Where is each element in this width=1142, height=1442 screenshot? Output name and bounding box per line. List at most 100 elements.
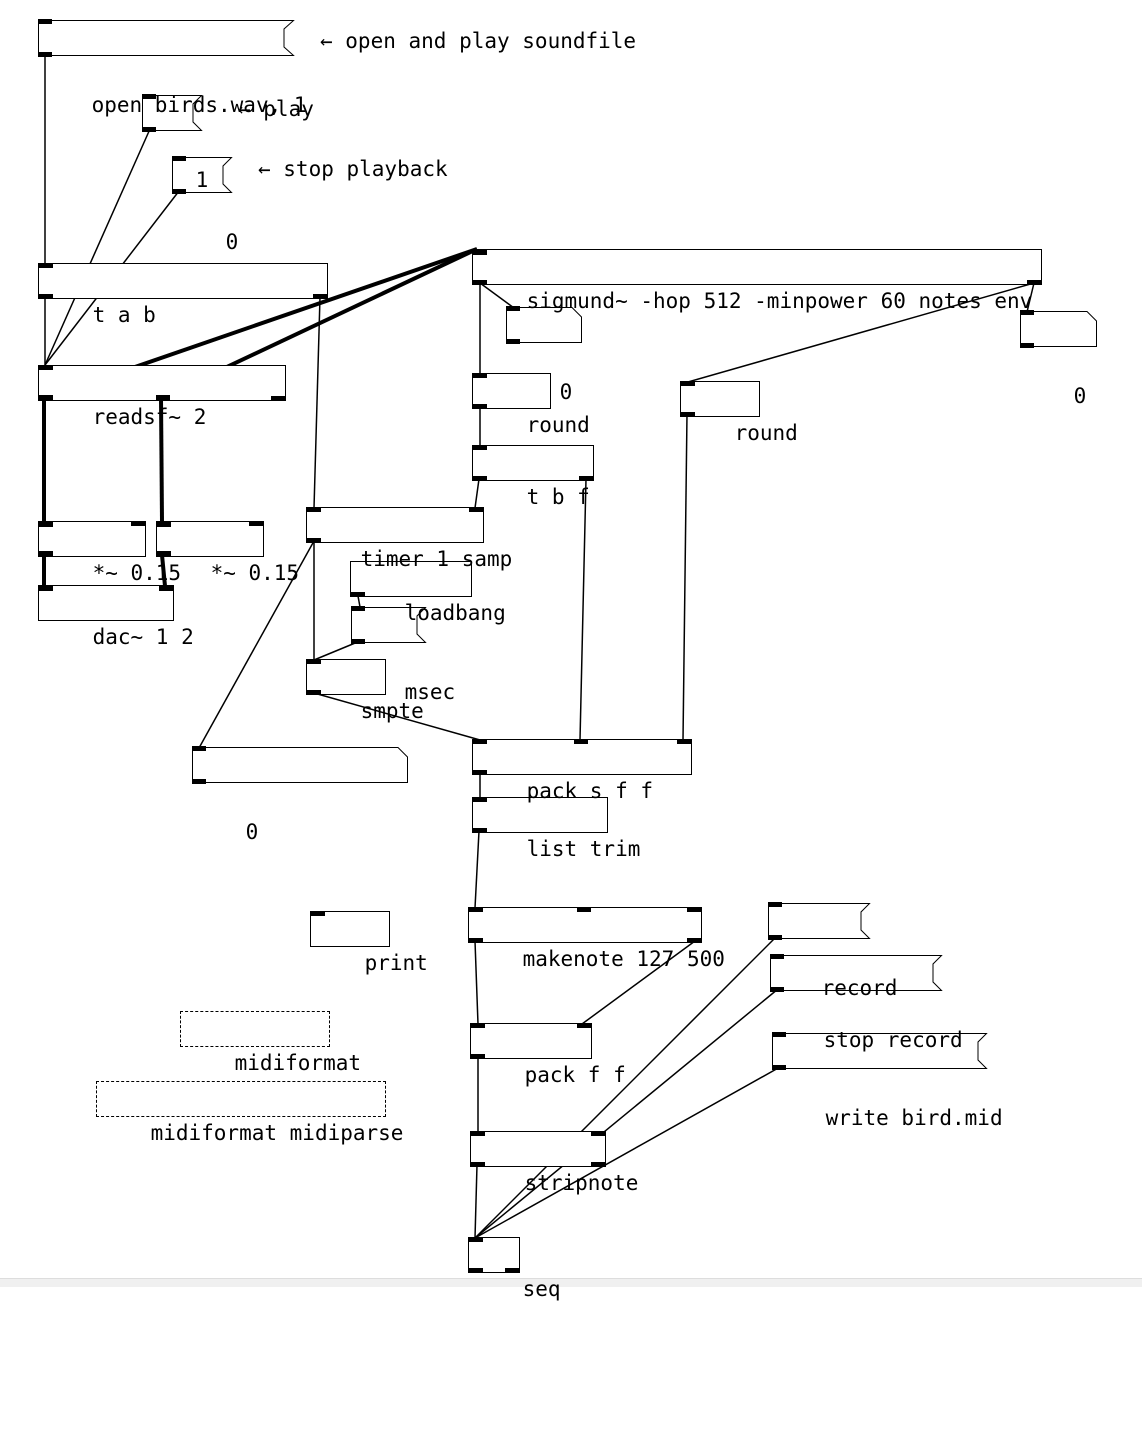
midiformat-object[interactable]: midiformat	[180, 1011, 361, 1075]
signal-outlet[interactable]	[157, 551, 171, 557]
msec-message[interactable]: msec	[351, 606, 455, 704]
outlet[interactable]	[473, 280, 487, 285]
signal-inlet[interactable]	[473, 249, 487, 255]
play-message[interactable]: 1	[142, 94, 208, 192]
open-soundfile-message[interactable]: open birds.wav, 1	[38, 19, 307, 117]
print-object[interactable]: print	[310, 911, 428, 975]
inlet[interactable]	[577, 1023, 591, 1028]
outlet[interactable]	[579, 476, 593, 481]
outlet[interactable]	[351, 639, 365, 644]
inlet[interactable]	[681, 381, 695, 386]
pitch-number-box[interactable]: 0	[506, 306, 582, 404]
inlet[interactable]	[131, 521, 145, 526]
inlet[interactable]	[506, 306, 520, 311]
trigger-b-f-object[interactable]: t b f	[472, 445, 594, 509]
outlet[interactable]	[1020, 343, 1034, 348]
pack-s-f-f-object[interactable]: pack s f f	[472, 739, 692, 803]
list-trim-object[interactable]: list trim	[472, 797, 640, 861]
inlet[interactable]	[473, 373, 487, 378]
seq-object[interactable]: seq	[468, 1237, 561, 1301]
inlet[interactable]	[469, 907, 483, 912]
outlet[interactable]	[469, 1268, 483, 1273]
pack-f-f-object[interactable]: pack f f	[470, 1023, 626, 1087]
pd-patch-canvas[interactable]: open birds.wav, 1 1 0 msec record stop r…	[0, 0, 1142, 1301]
outlet[interactable]	[351, 592, 365, 597]
outlet[interactable]	[681, 412, 695, 417]
outlet[interactable]	[473, 476, 487, 481]
outlet[interactable]	[172, 189, 186, 194]
outlet[interactable]	[313, 294, 327, 299]
outlet[interactable]	[271, 396, 285, 401]
inlet[interactable]	[351, 606, 365, 611]
midiformat-midiparse-object[interactable]: midiformat midiparse	[96, 1081, 403, 1145]
round-env-object[interactable]: round	[680, 381, 798, 445]
inlet[interactable]	[172, 156, 186, 161]
timer-number-box[interactable]: 0	[192, 746, 408, 844]
inlet[interactable]	[687, 907, 701, 912]
inlet[interactable]	[142, 94, 156, 99]
gain-left-object[interactable]: *~ 0.15	[38, 521, 181, 585]
outlet[interactable]	[473, 828, 487, 833]
stop-record-message[interactable]: stop record	[770, 954, 963, 1052]
inlet[interactable]	[473, 445, 487, 450]
inlet[interactable]	[768, 902, 782, 907]
outlet[interactable]	[471, 1054, 485, 1059]
inlet[interactable]	[39, 365, 53, 370]
trigger-a-b-object[interactable]: t a b	[38, 263, 328, 327]
inlet[interactable]	[574, 739, 588, 744]
inlet[interactable]	[677, 739, 691, 744]
gain-right-object[interactable]: *~ 0.15	[156, 521, 299, 585]
signal-outlet[interactable]	[156, 395, 170, 401]
smpte-object[interactable]: smpte	[306, 659, 424, 723]
outlet[interactable]	[505, 1268, 519, 1273]
signal-inlet[interactable]	[157, 521, 171, 527]
outlet[interactable]	[768, 935, 782, 940]
inlet[interactable]	[469, 1237, 483, 1242]
readsf-object[interactable]: readsf~ 2	[38, 365, 286, 429]
outlet[interactable]	[473, 770, 487, 775]
inlet[interactable]	[473, 797, 487, 802]
inlet[interactable]	[770, 954, 784, 959]
sigmund-object[interactable]: sigmund~ -hop 512 -minpower 60 notes env	[472, 249, 1042, 313]
round-pitch-object[interactable]: round	[472, 373, 590, 437]
inlet[interactable]	[311, 911, 325, 916]
inlet[interactable]	[38, 19, 52, 24]
env-number-box[interactable]: 0	[1020, 310, 1097, 408]
outlet[interactable]	[687, 938, 701, 943]
outlet[interactable]	[1027, 280, 1041, 285]
outlet[interactable]	[772, 1065, 786, 1070]
loadbang-object[interactable]: loadbang	[350, 561, 506, 625]
outlet[interactable]	[142, 127, 156, 132]
inlet[interactable]	[469, 507, 483, 512]
outlet[interactable]	[473, 404, 487, 409]
outlet[interactable]	[591, 1162, 605, 1167]
outlet[interactable]	[39, 294, 53, 299]
inlet[interactable]	[192, 746, 206, 751]
write-midi-message[interactable]: write bird.mid	[772, 1032, 1003, 1130]
inlet[interactable]	[307, 659, 321, 664]
outlet[interactable]	[770, 987, 784, 992]
record-message[interactable]: record	[768, 902, 897, 1000]
inlet[interactable]	[591, 1131, 605, 1136]
stop-playback-message[interactable]: 0	[172, 156, 238, 254]
inlet[interactable]	[772, 1032, 786, 1037]
outlet[interactable]	[469, 938, 483, 943]
inlet[interactable]	[39, 263, 53, 268]
stripnote-object[interactable]: stripnote	[470, 1131, 638, 1195]
outlet[interactable]	[506, 339, 520, 344]
timer-object[interactable]: timer 1 samp	[306, 507, 512, 571]
signal-inlet[interactable]	[159, 585, 173, 591]
inlet[interactable]	[1020, 310, 1034, 315]
signal-inlet[interactable]	[39, 585, 53, 591]
outlet[interactable]	[307, 690, 321, 695]
inlet[interactable]	[249, 521, 263, 526]
outlet[interactable]	[471, 1162, 485, 1167]
outlet[interactable]	[307, 538, 321, 543]
makenote-object[interactable]: makenote 127 500	[468, 907, 725, 971]
signal-outlet[interactable]	[39, 551, 53, 557]
signal-outlet[interactable]	[39, 395, 53, 401]
inlet[interactable]	[307, 507, 321, 512]
signal-inlet[interactable]	[39, 521, 53, 527]
inlet[interactable]	[473, 739, 487, 744]
dac-object[interactable]: dac~ 1 2	[38, 585, 194, 649]
